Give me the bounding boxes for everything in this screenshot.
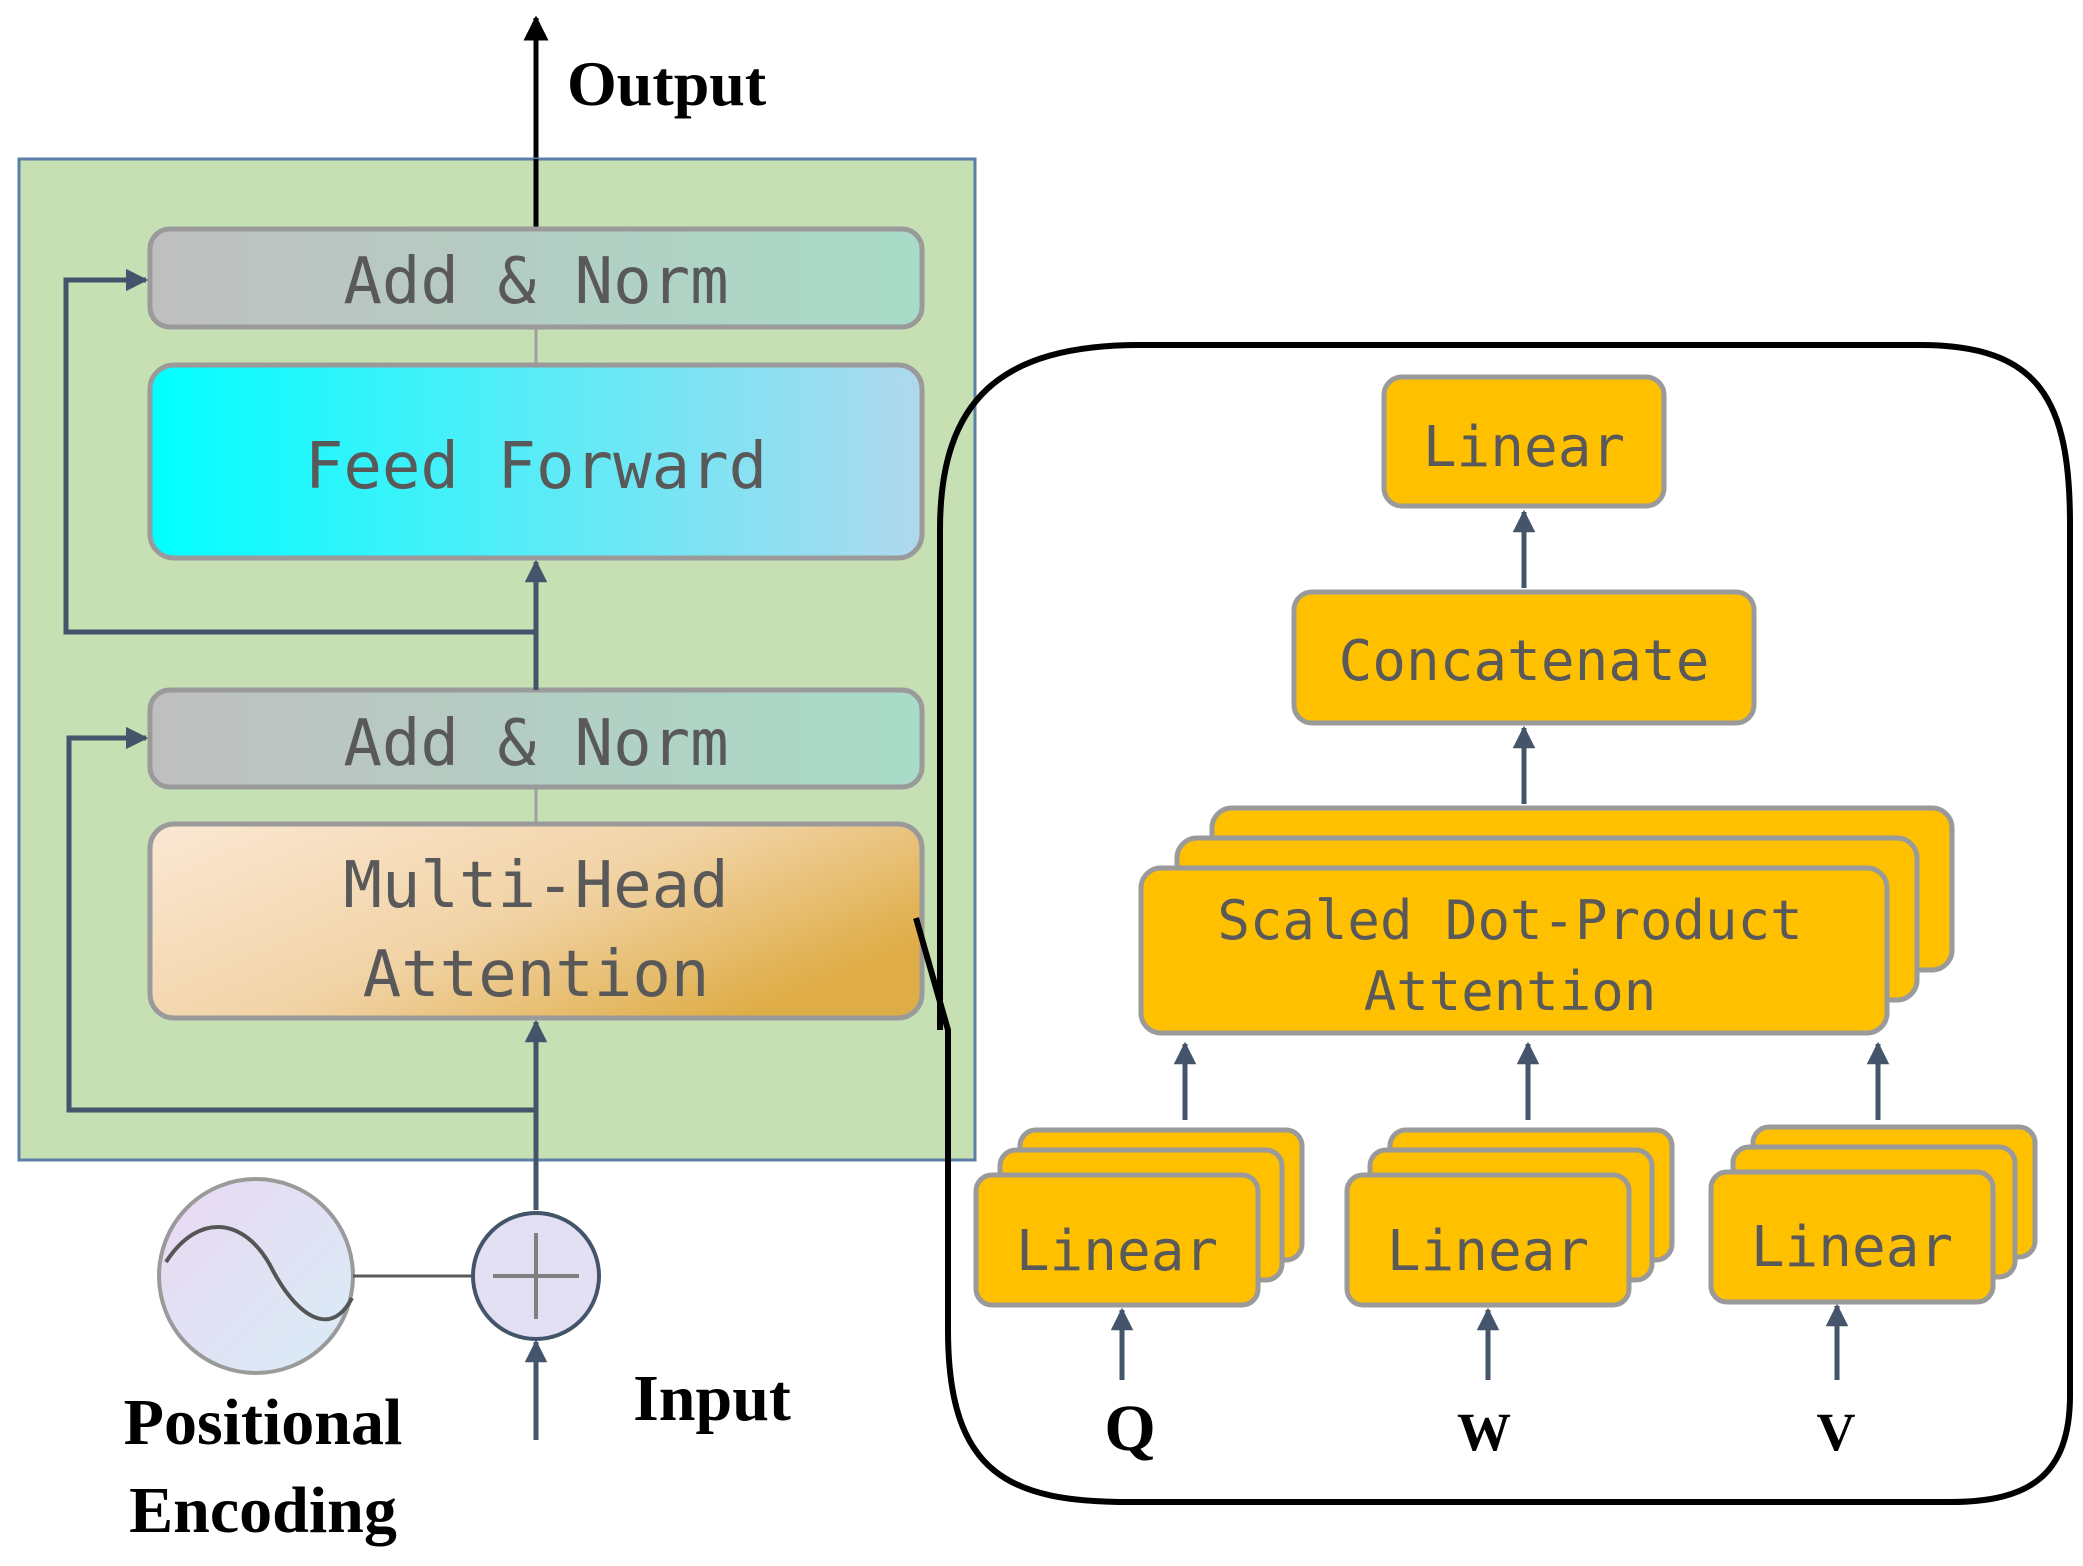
add-norm-bottom-label: Add & Norm	[343, 707, 728, 781]
sdpa-block	[1138, 865, 1890, 1036]
linear-v-label: Linear	[1751, 1215, 1953, 1280]
zoom-callout	[913, 342, 2073, 1505]
linear-top-block	[1381, 374, 1667, 509]
add-norm-top-label: Add & Norm	[343, 245, 728, 319]
linear-v-block	[1708, 1169, 1996, 1305]
concatenate-block	[1291, 589, 1757, 726]
sine-wave-icon	[164, 1224, 354, 1322]
residual-bottom	[66, 726, 536, 1113]
input-label: Input	[633, 1362, 791, 1435]
v-label: V	[1817, 1402, 1856, 1462]
mha-label-line2: Attention	[363, 938, 710, 1012]
linear-w-label: Linear	[1387, 1219, 1589, 1284]
output-label: Output	[567, 48, 767, 119]
linear-q-label: Linear	[1016, 1219, 1218, 1284]
w-label: W	[1457, 1402, 1511, 1462]
add-norm-top-block	[147, 226, 925, 330]
linear-top-label: Linear	[1423, 415, 1625, 480]
linear-w-block	[1344, 1172, 1632, 1308]
residual-top	[63, 268, 536, 635]
concatenate-label: Concatenate	[1339, 629, 1710, 694]
linear-q-block	[973, 1172, 1261, 1308]
q-label: Q	[1104, 1392, 1155, 1465]
sdpa-label-line2: Attention	[1364, 960, 1657, 1023]
positional-encoding-icon	[157, 1177, 355, 1375]
multi-head-attention-block	[147, 821, 925, 1021]
sdpa-label-line1: Scaled Dot-Product	[1217, 889, 1802, 952]
feed-forward-label: Feed Forward	[305, 430, 767, 504]
feed-forward-block	[147, 362, 925, 561]
positional-label-line1: Positional	[124, 1386, 403, 1459]
mha-label-line1: Multi-Head	[343, 849, 728, 923]
positional-label-line2: Encoding	[129, 1474, 397, 1547]
